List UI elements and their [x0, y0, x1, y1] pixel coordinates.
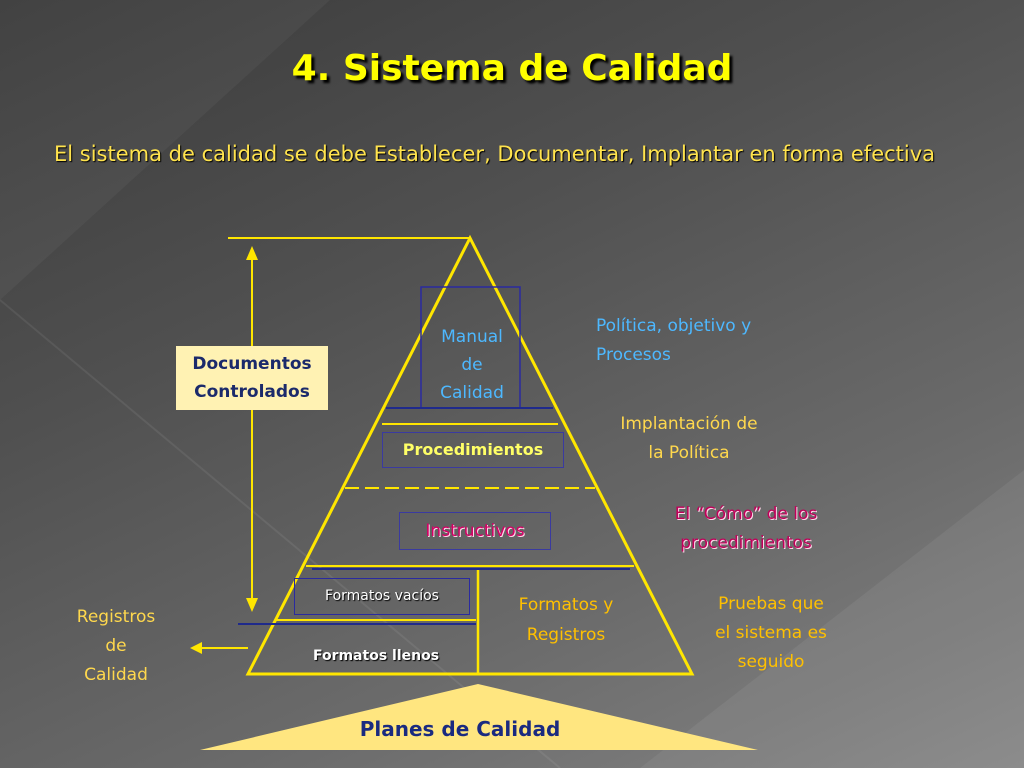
- registros-line3: Calidad: [84, 665, 148, 685]
- arrow-head-down-icon: [246, 598, 258, 612]
- planes-base-shape: [200, 684, 758, 750]
- documentos-line1: Documentos: [192, 354, 312, 374]
- formatos-registros-label: Formatos y Registros: [496, 590, 636, 650]
- politica-description: Política, objetivo y Procesos: [596, 312, 836, 370]
- implantacion-description: Implantación de la Política: [596, 410, 782, 468]
- procedimientos-box: Procedimientos: [382, 432, 564, 468]
- formatos-llenos-label: Formatos llenos: [312, 648, 440, 664]
- formatos-vacios-box: Formatos vacíos: [294, 578, 470, 615]
- documentos-line2: Controlados: [194, 382, 310, 402]
- politica-line2: Procesos: [596, 345, 671, 365]
- implantacion-line2: la Política: [648, 443, 730, 463]
- arrow-left-icon: [190, 642, 202, 654]
- implantacion-line1: Implantación de: [620, 414, 758, 434]
- pruebas-line2: el sistema es: [715, 623, 827, 643]
- formatos-registros-line1: Formatos y: [518, 595, 614, 615]
- pruebas-line1: Pruebas que: [718, 594, 824, 614]
- instructivos-box: Instructivos: [399, 512, 551, 550]
- pyramid-outline: [245, 234, 695, 676]
- formatos-registros-line2: Registros: [526, 625, 606, 645]
- registros-line2: de: [105, 636, 127, 656]
- como-line2: procedimientos: [680, 533, 812, 553]
- manual-line2: de: [461, 355, 483, 375]
- registros-calidad-label: Registros de Calidad: [56, 603, 176, 690]
- como-description: El “Cómo” de los procedimientos: [636, 500, 856, 558]
- pruebas-line3: seguido: [737, 652, 805, 672]
- manual-line3: Calidad: [440, 383, 504, 403]
- planes-calidad-label: Planes de Calidad: [359, 717, 561, 741]
- registros-line1: Registros: [76, 607, 156, 627]
- como-line1: El “Cómo” de los: [674, 504, 818, 524]
- manual-line1: Manual: [441, 327, 503, 347]
- arrow-head-up-icon: [246, 246, 258, 260]
- manual-calidad-label: Manual de Calidad: [426, 323, 518, 407]
- slide-title: 4. Sistema de Calidad: [291, 48, 733, 89]
- pruebas-description: Pruebas que el sistema es seguido: [688, 590, 854, 677]
- documentos-controlados-box: Documentos Controlados: [176, 346, 328, 410]
- politica-line1: Política, objetivo y: [596, 316, 752, 336]
- intro-text: El sistema de calidad se debe Establecer…: [54, 142, 936, 166]
